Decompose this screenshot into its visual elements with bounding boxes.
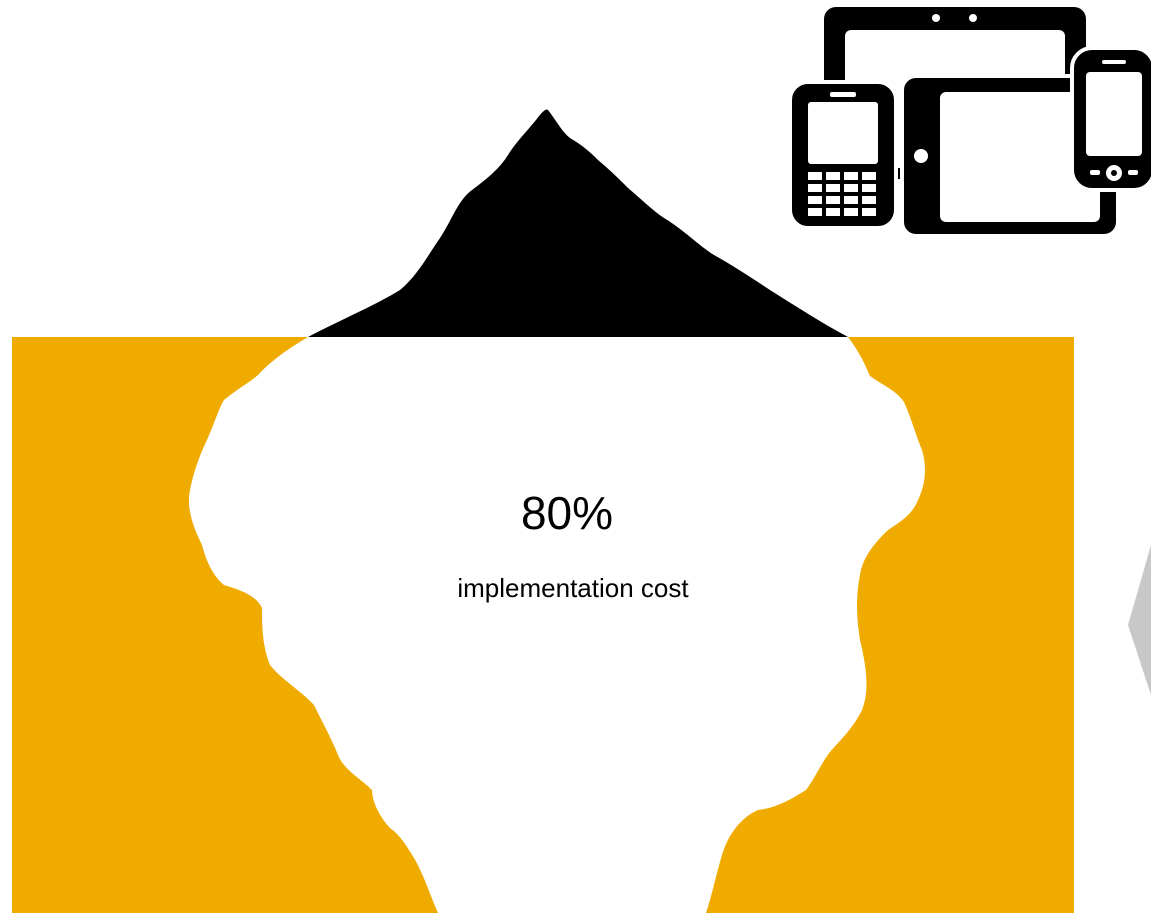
devices-icon xyxy=(788,7,1151,238)
tip-label: deployment cost xyxy=(472,305,662,335)
body-percent: 80% xyxy=(520,487,614,539)
body-label: implementation cost xyxy=(457,573,689,603)
iceberg-tip-shape xyxy=(308,109,848,338)
partial-gray-shape xyxy=(1128,545,1151,695)
tip-percent: 20% xyxy=(520,217,614,269)
iceberg-body-shape xyxy=(188,337,925,913)
